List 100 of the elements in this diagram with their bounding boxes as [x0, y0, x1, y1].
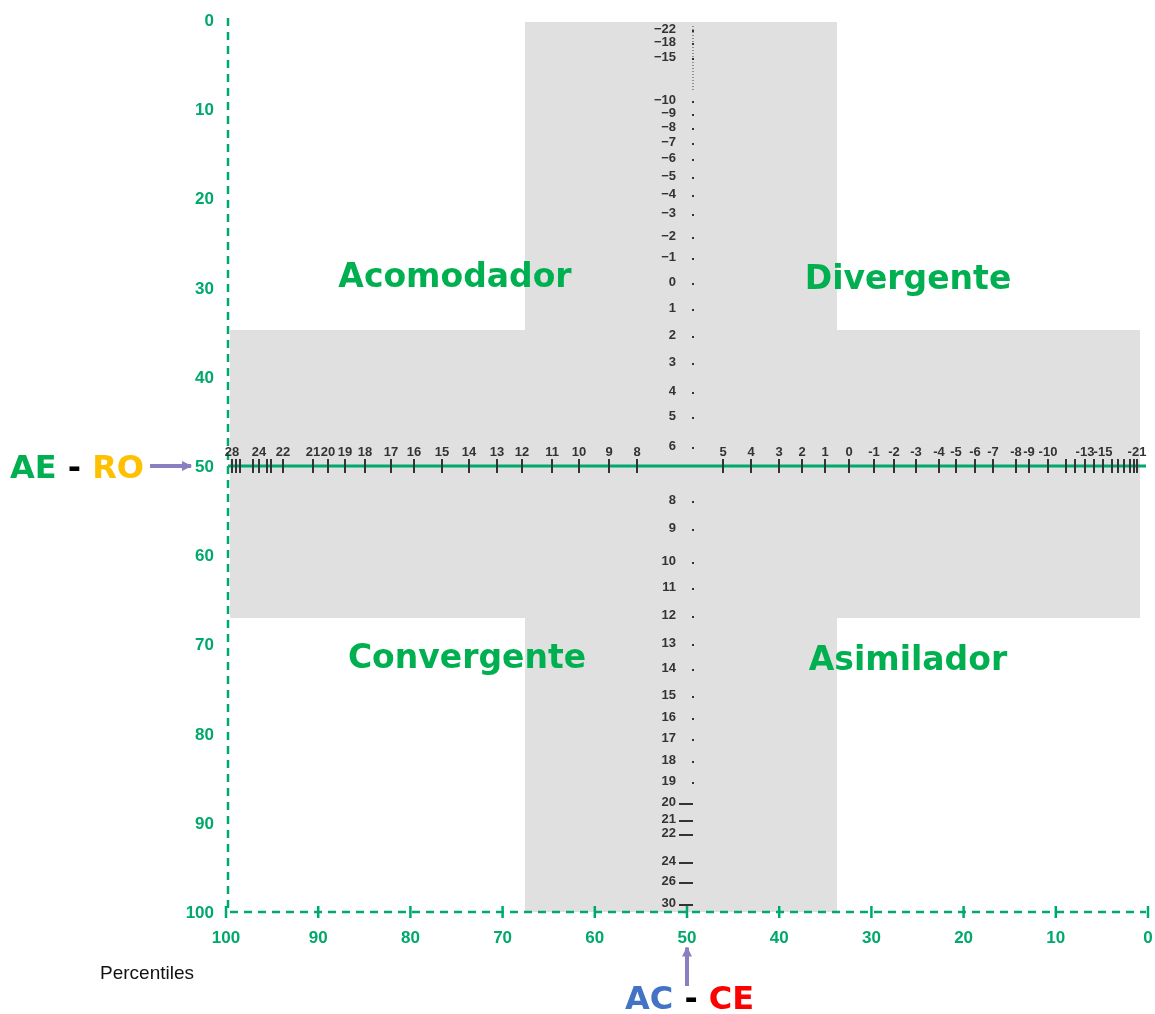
scale-number: 20 [661, 794, 676, 808]
axis-title: Percentiles [100, 962, 194, 982]
scale-number: -6 [969, 444, 981, 458]
scale-number: 18 [661, 752, 676, 766]
scale-number: 13 [661, 635, 676, 649]
axis-tick-label: 30 [861, 928, 881, 946]
scale-number: -3 [910, 444, 922, 458]
scale-number: -1 [868, 444, 880, 458]
axis-tick-label: 60 [585, 928, 605, 946]
scale-number: 21 [661, 811, 676, 825]
scale-number: 12 [661, 607, 676, 621]
scale-number: 0 [845, 444, 853, 458]
axis-tick-label: 0 [1143, 928, 1153, 946]
scale-number: 15 [661, 687, 676, 701]
scale-number: 4 [668, 383, 676, 397]
scale-number: 24 [251, 444, 267, 458]
axis-tick-label: 90 [195, 814, 214, 832]
scale-number: −6 [661, 150, 676, 164]
scale-number: 26 [661, 873, 676, 887]
quadrant-label: Divergente [804, 260, 1012, 294]
scale-number: −22 [653, 21, 676, 35]
scale-number: 19 [337, 444, 353, 458]
scale-number: -4 [933, 444, 945, 458]
scale-number: −9 [661, 105, 676, 119]
axis-tick-label: 30 [195, 279, 214, 297]
axis-tick-label: 40 [195, 368, 214, 386]
scale-number: -2 [888, 444, 900, 458]
axis-label: AC - CE [625, 982, 755, 1014]
axis-tick-label: 100 [185, 903, 214, 921]
scale-number: 1 [821, 444, 829, 458]
scale-number: 16 [406, 444, 422, 458]
axis-tick-label: 40 [769, 928, 789, 946]
quadrant-label: Acomodador [338, 258, 572, 292]
scale-number: -5 [950, 444, 962, 458]
scale-number: 11 [545, 444, 559, 458]
axis-tick-label: 0 [204, 11, 214, 29]
scale-number: −8 [661, 119, 676, 133]
scale-number: 1 [668, 300, 676, 314]
scale-number: 24 [661, 853, 676, 867]
scale-number: 22 [275, 444, 291, 458]
scale-number: 18 [357, 444, 373, 458]
scale-number: 8 [633, 444, 641, 458]
axis-tick-label: 80 [400, 928, 420, 946]
axis-tick-label: 50 [677, 928, 697, 946]
scale-number: 11 [662, 579, 676, 593]
scale-number: -15 [1093, 444, 1113, 458]
axis-tick-label: 60 [195, 546, 214, 564]
scale-number: 14 [461, 444, 477, 458]
axis-tick-label: 90 [308, 928, 328, 946]
scale-number: 8 [668, 492, 676, 506]
scale-number: 12 [514, 444, 530, 458]
axis-tick-label: 100 [211, 928, 241, 946]
scale-number: 10 [661, 553, 676, 567]
scale-number: -9 [1023, 444, 1035, 458]
scale-number: 22 [661, 825, 676, 839]
scale-number: -10 [1038, 444, 1058, 458]
axis-tick-label: 50 [195, 457, 214, 475]
scale-number: 13 [489, 444, 505, 458]
axis-tick-label: 70 [195, 635, 214, 653]
scale-number: −10 [653, 92, 676, 106]
scale-number: 16 [661, 709, 676, 723]
scale-number: 2 [668, 327, 676, 341]
axis-tick-label: 10 [1046, 928, 1066, 946]
scale-number: 19 [661, 773, 676, 787]
scale-number: 3 [775, 444, 783, 458]
scale-number: −2 [661, 228, 676, 242]
axis-tick-label: 20 [954, 928, 974, 946]
scale-number: 3 [668, 354, 676, 368]
scale-number: 10 [571, 444, 587, 458]
scale-number: 14 [661, 660, 676, 674]
scale-number: -13 [1075, 444, 1095, 458]
scale-number: −1 [661, 249, 676, 263]
quadrant-label: Convergente [347, 639, 587, 673]
scale-number: 0 [668, 274, 676, 288]
scale-number: 5 [719, 444, 727, 458]
scale-number: −5 [661, 168, 676, 182]
scale-number: 5 [668, 408, 676, 422]
arrow [682, 946, 692, 986]
quadrant-label: Asimilador [808, 641, 1008, 675]
scale-number: 17 [661, 730, 676, 744]
scale-number: 2 [798, 444, 806, 458]
scale-number: −18 [653, 34, 676, 48]
scale-number: 30 [661, 895, 676, 909]
axis-label: AE - RO [10, 451, 145, 483]
scale-number: −4 [661, 186, 676, 200]
scale-number: -21 [1127, 444, 1147, 458]
scale-number: -7 [987, 444, 999, 458]
scale-number: 17 [383, 444, 399, 458]
axis-tick-label: 20 [195, 189, 214, 207]
axis-tick-label: 70 [493, 928, 513, 946]
scale-number: -8 [1010, 444, 1022, 458]
scale-number: 15 [434, 444, 450, 458]
scale-number: −3 [661, 205, 676, 219]
scale-number: 6 [668, 438, 676, 452]
scale-number: 21 [305, 444, 321, 458]
scale-number: −7 [661, 134, 676, 148]
axis-tick-label: 10 [195, 100, 214, 118]
axis-tick-label: 80 [195, 725, 214, 743]
scale-number: 9 [668, 520, 676, 534]
scale-number: 20 [320, 444, 336, 458]
